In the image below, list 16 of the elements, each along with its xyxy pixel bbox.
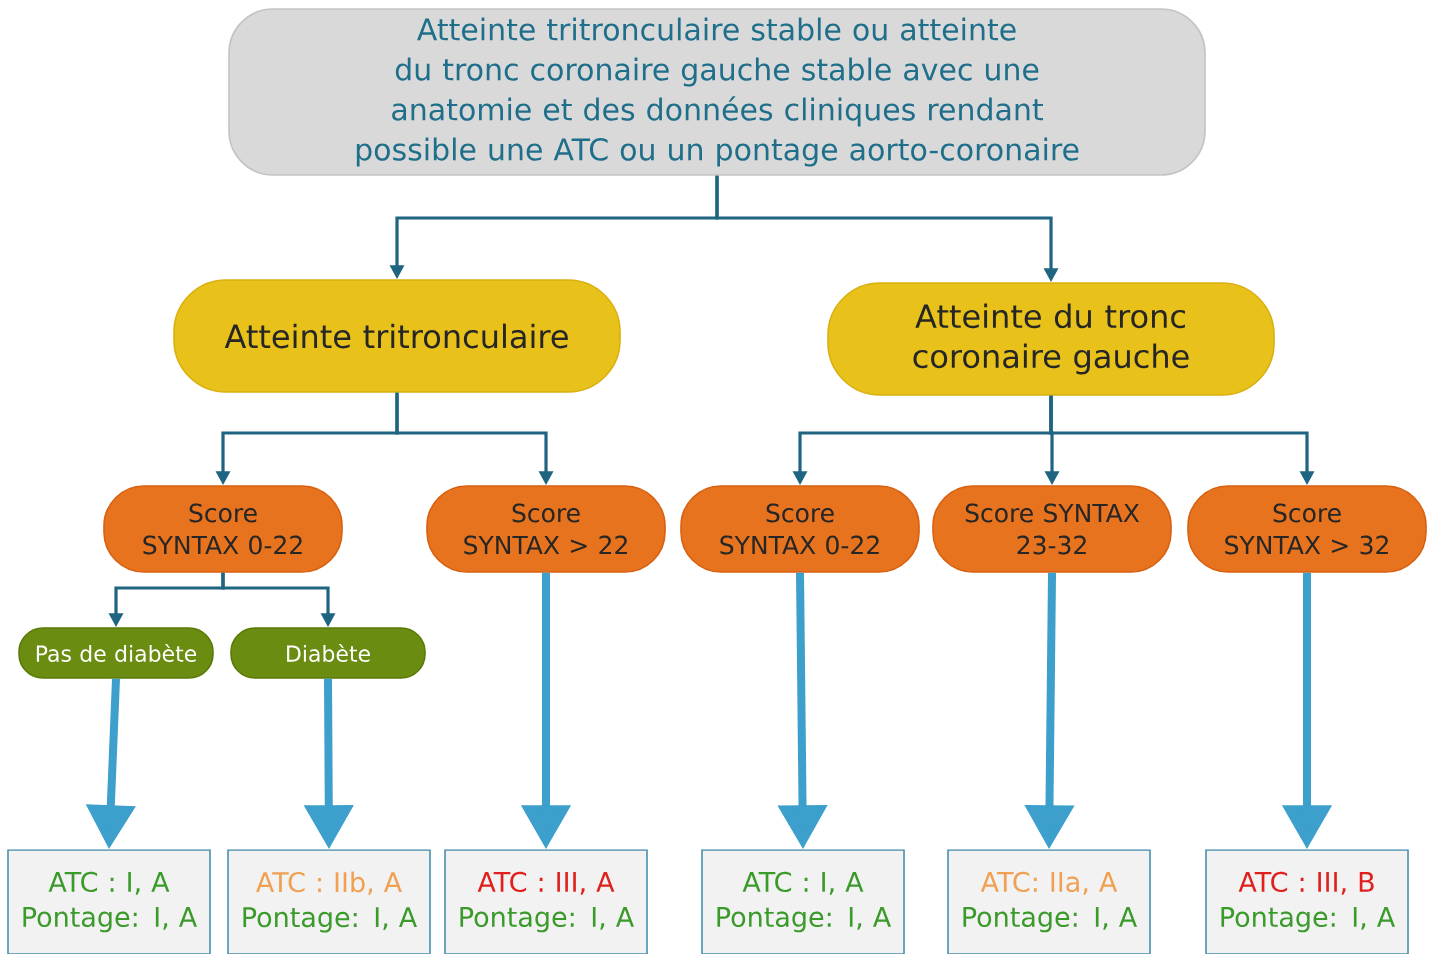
diabetes-pill: Diabète <box>230 627 426 679</box>
score-pill: Score SYNTAX 0-22 <box>103 485 343 573</box>
score-pill: Score SYNTAX 23-32 <box>932 485 1172 573</box>
heading-box: Atteinte tritronculaire stable ou atteinte du tronc coronaire gauche stable avec une anatomie et des données cliniques rendant possible une ATC ou un pontage aorto-coronaire <box>228 8 1206 176</box>
recommendation-box: ATC : IIb, A Pontage: I, A <box>227 849 431 954</box>
recommendation-box: ATC : I, A Pontage: I, A <box>701 849 905 954</box>
recommendation-box: ATC: IIa, A Pontage: I, A <box>947 849 1151 954</box>
category-pill: Atteinte du tronc coronaire gauche <box>827 282 1275 396</box>
recommendation-box: ATC : III, B Pontage: I, A <box>1205 849 1409 954</box>
score-pill: Score SYNTAX > 22 <box>426 485 666 573</box>
category-pill: Atteinte tritronculaire <box>173 279 621 393</box>
score-pill: Score SYNTAX 0-22 <box>680 485 920 573</box>
recommendation-box: ATC : I, A Pontage: I, A <box>7 849 211 954</box>
recommendation-box: ATC : III, A Pontage: I, A <box>444 849 648 954</box>
diabetes-pill: Pas de diabète <box>18 627 214 679</box>
score-pill: Score SYNTAX > 32 <box>1187 485 1427 573</box>
